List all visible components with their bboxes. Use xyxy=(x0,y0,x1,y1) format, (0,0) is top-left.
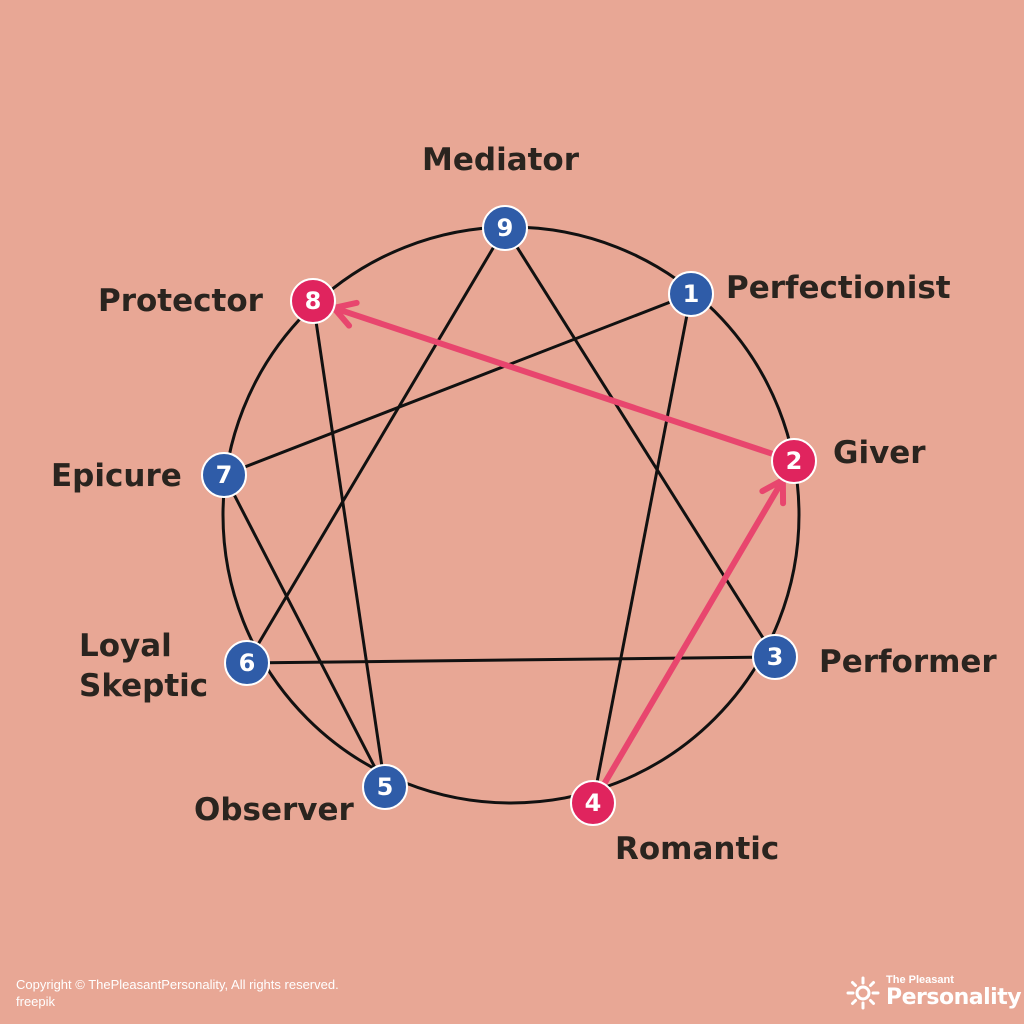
label-performer: Performer xyxy=(819,644,997,680)
credit-text: freepik xyxy=(16,994,56,1009)
label-giver: Giver xyxy=(833,435,926,471)
node-5: 5 xyxy=(362,764,408,810)
node-3: 3 xyxy=(752,634,798,680)
brand-big-text: Personality xyxy=(886,985,1022,1010)
label-protector: Protector xyxy=(98,283,263,319)
label-observer: Observer xyxy=(194,792,354,828)
node-9: 9 xyxy=(482,205,528,251)
line-1-4 xyxy=(591,293,693,804)
arrow-4-2 xyxy=(601,476,786,788)
node-7: 7 xyxy=(201,452,247,498)
node-8: 8 xyxy=(290,278,336,324)
line-6-9 xyxy=(245,227,507,664)
label-loyal-skeptic: Loyal Skeptic xyxy=(79,628,209,704)
line-7-1 xyxy=(223,292,692,477)
line-5-7 xyxy=(222,474,387,788)
label-perfectionist: Perfectionist xyxy=(726,270,951,306)
label-romantic: Romantic xyxy=(615,831,780,867)
line-3-6 xyxy=(246,655,776,665)
label-epicure: Epicure xyxy=(51,458,182,494)
node-2: 2 xyxy=(771,438,817,484)
line-9-3 xyxy=(503,227,777,658)
footer: Copyright © ThePleasantPersonality, All … xyxy=(16,976,339,1010)
node-6: 6 xyxy=(224,640,270,686)
label-mediator: Mediator xyxy=(422,142,580,178)
sun-logo-icon xyxy=(846,976,880,1010)
line-8-5 xyxy=(311,300,387,788)
copyright-text: Copyright © ThePleasantPersonality, All … xyxy=(16,977,339,992)
brand-logo: The Pleasant Personality xyxy=(846,970,1022,1016)
node-1: 1 xyxy=(668,271,714,317)
brand-small-text: The Pleasant xyxy=(886,974,954,986)
arrow-2-8 xyxy=(330,304,777,458)
node-4: 4 xyxy=(570,780,616,826)
